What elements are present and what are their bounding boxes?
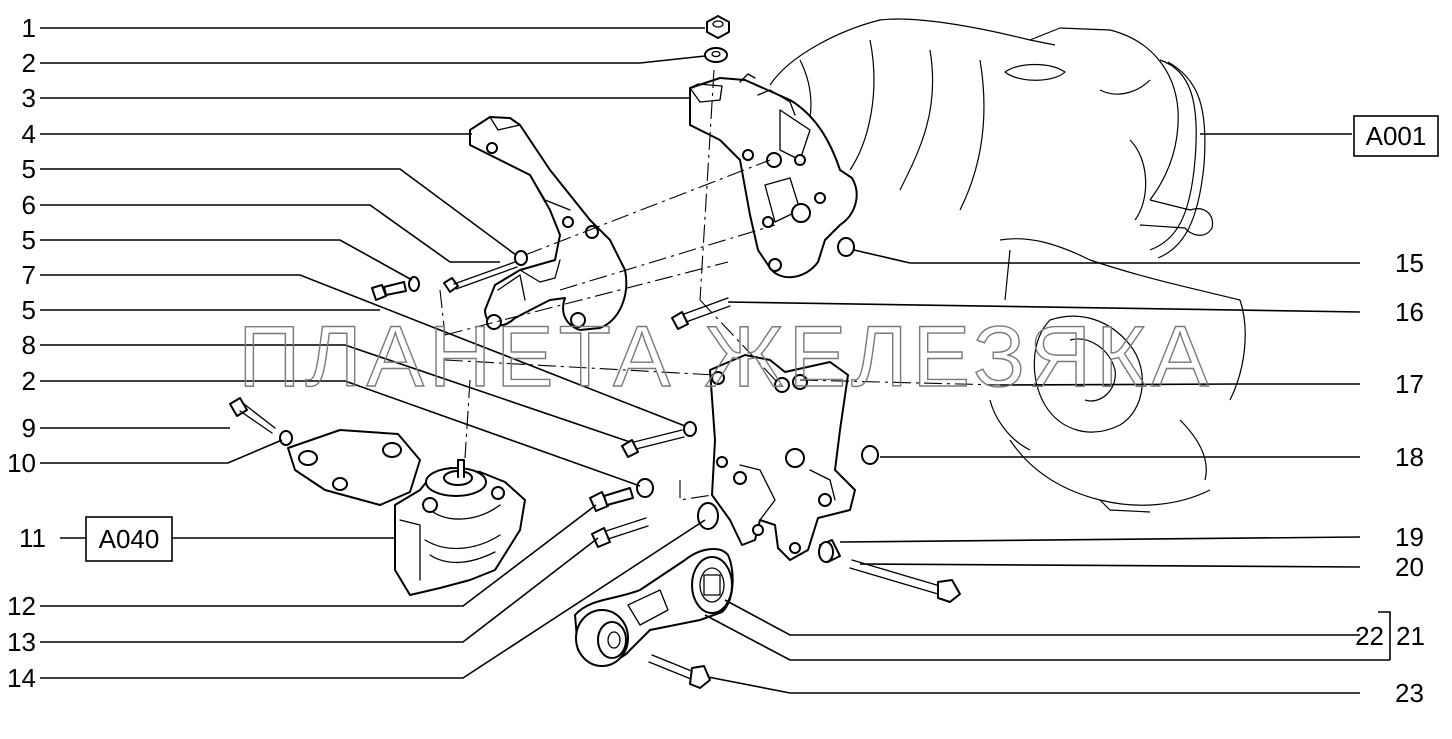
callout-20: 20 — [1395, 552, 1424, 582]
part-19-bushing — [818, 539, 841, 563]
part-8-bolt — [621, 429, 685, 458]
callout-16: 16 — [1395, 297, 1424, 327]
callout-4: 4 — [22, 119, 36, 149]
part-17-lower-bracket — [709, 354, 856, 561]
callout-5a: 5 — [22, 154, 36, 184]
callout-7: 7 — [22, 260, 36, 290]
part-7-bolt — [371, 281, 407, 301]
part-2-washer — [704, 47, 728, 63]
part-12-bolt — [589, 487, 634, 512]
callout-13: 13 — [7, 627, 36, 657]
part-3-upper-bracket — [689, 73, 858, 279]
part-4-left-bracket — [469, 116, 628, 331]
part-9-bolt — [229, 397, 276, 434]
reference-label-a040[interactable]: A040 — [99, 524, 160, 554]
part-5-washer-a — [514, 250, 528, 266]
callouts-right: 15 16 17 18 19 20 21 22 23 — [1355, 248, 1425, 708]
callout-11: 11 — [19, 523, 46, 553]
callout-2b: 2 — [22, 366, 36, 396]
part-1-nut — [706, 15, 730, 39]
part-2-washer-left — [279, 430, 293, 446]
callout-5b: 5 — [22, 225, 36, 255]
part-18-bushing — [861, 445, 879, 465]
callout-12: 12 — [7, 591, 36, 621]
part-23-bolt — [648, 654, 711, 689]
part-11-engine-mount — [394, 459, 526, 596]
callout-9: 9 — [22, 413, 36, 443]
alignment-lines — [439, 69, 1001, 501]
part-14-bushing — [697, 502, 719, 530]
part-6-bolt — [443, 261, 518, 293]
callout-2: 2 — [22, 48, 36, 78]
callout-22: 22 — [1355, 621, 1384, 651]
callout-14: 14 — [7, 663, 36, 693]
callout-3: 3 — [22, 83, 36, 113]
reference-box-engine-mount[interactable]: A040 — [85, 516, 173, 562]
callout-8: 8 — [22, 330, 36, 360]
callout-21: 21 — [1396, 621, 1425, 651]
leader-lines — [40, 27, 1391, 694]
watermark: ПЛАНЕТА ЖЕЛЕЗЯКА — [238, 309, 1213, 405]
callouts-left: 1 2 3 4 5 6 5 7 5 8 2 9 10 11 12 13 14 — [7, 13, 46, 693]
part-5-washer-c — [683, 421, 697, 437]
reference-box-engine[interactable]: A001 — [1353, 115, 1439, 157]
callout-19: 19 — [1395, 522, 1424, 552]
part-15-bushing — [837, 237, 855, 257]
callout-17: 17 — [1395, 369, 1424, 399]
engine-outline — [769, 18, 1246, 513]
reference-label-a001[interactable]: A001 — [1366, 121, 1427, 151]
callout-6: 6 — [22, 190, 36, 220]
callout-1: 1 — [22, 13, 36, 43]
part-13-bolt — [591, 517, 649, 548]
part-21-torque-rod — [574, 548, 734, 667]
part-10-plate — [287, 429, 421, 506]
callout-15: 15 — [1395, 248, 1424, 278]
callout-10: 10 — [7, 448, 36, 478]
callout-5c: 5 — [22, 295, 36, 325]
callout-18: 18 — [1395, 442, 1424, 472]
part-20-bolt — [849, 559, 961, 603]
callout-23: 23 — [1395, 678, 1424, 708]
part-2-washer-right — [636, 478, 654, 498]
